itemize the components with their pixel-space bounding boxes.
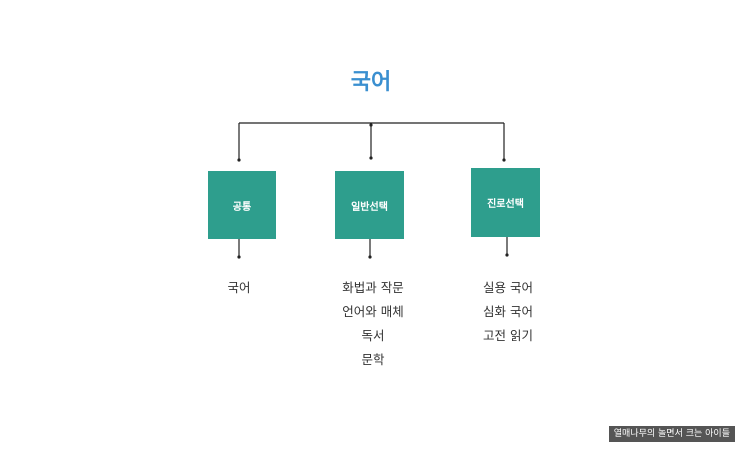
subject-item: 독서 (361, 328, 385, 343)
stem-dot-career (505, 253, 509, 257)
category-label-career: 진로선택 (487, 199, 524, 210)
subject-item: 화법과 작문 (342, 280, 404, 295)
drop-dot-career (502, 158, 506, 162)
category-label-general: 일반선택 (351, 201, 388, 213)
junction-dot (369, 123, 373, 127)
stem-dot-common (237, 255, 241, 259)
subject-item: 문학 (361, 352, 385, 367)
category-box-career: 진로선택 (471, 168, 540, 237)
diagram-title: 국어 (350, 70, 392, 95)
subject-item: 고전 읽기 (483, 328, 533, 343)
subject-item: 국어 (227, 280, 251, 295)
category-box-common: 공통 (208, 171, 276, 239)
watermark-label: 열매나무의 놀면서 크는 아이들 (608, 426, 735, 442)
subject-list-common: 국어 (199, 276, 279, 300)
subject-item: 언어와 매체 (342, 304, 404, 319)
subject-list-general: 화법과 작문 언어와 매체 독서 문학 (323, 276, 423, 372)
stem-dot-general (368, 255, 372, 259)
category-box-general: 일반선택 (335, 171, 404, 239)
drop-dot-general (369, 156, 373, 160)
subject-item: 실용 국어 (483, 280, 533, 295)
category-label-common: 공통 (232, 201, 252, 213)
subject-item: 심화 국어 (483, 304, 533, 319)
subject-list-career: 실용 국어 심화 국어 고전 읽기 (458, 276, 558, 348)
drop-dot-common (237, 158, 241, 162)
